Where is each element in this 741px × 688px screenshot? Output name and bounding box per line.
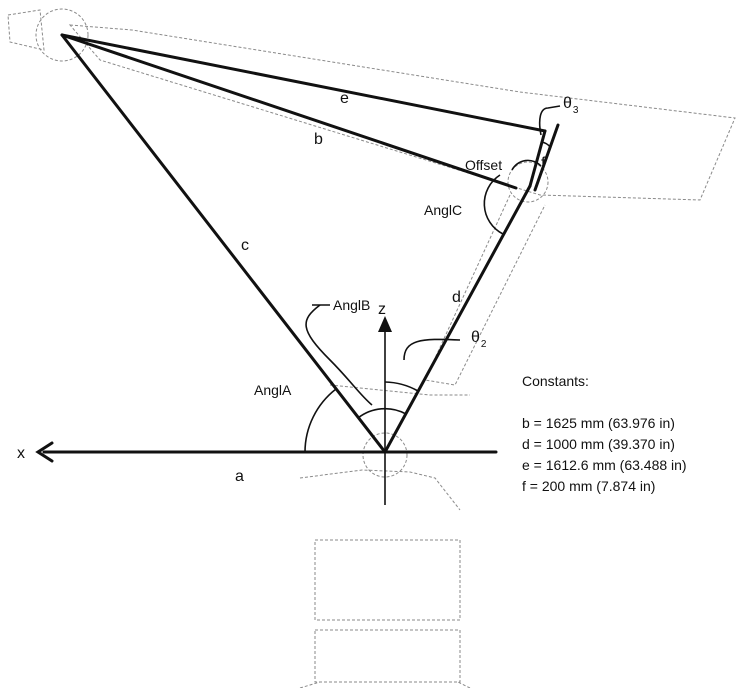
constant-b: b = 1625 mm (63.976 in) (522, 415, 675, 431)
theta2-leader (403, 338, 461, 361)
label-angl-a: AnglA (254, 382, 292, 398)
link-lines (60, 33, 560, 454)
theta2-subscript: 2 (481, 339, 487, 350)
z-axis-arrowhead (378, 316, 392, 332)
theta3-subscript: 3 (573, 105, 579, 116)
label-z-axis: z (378, 301, 386, 318)
angle-b-arc (357, 407, 407, 419)
label-offset: Offset (465, 157, 502, 173)
robot-outline (7, 8, 736, 688)
angle-arcs (304, 141, 552, 453)
constant-e: e = 1612.6 mm (63.488 in) (522, 457, 687, 473)
x-axis-arrowhead (35, 441, 54, 463)
label-theta2: θ2 (471, 329, 487, 350)
offset-arc (511, 159, 542, 171)
theta2-symbol: θ (471, 329, 480, 346)
theta3-leader (538, 105, 561, 136)
label-e: e (340, 90, 349, 107)
constants-title: Constants: (522, 373, 589, 389)
label-x-axis: x (17, 445, 25, 462)
link-c-line (60, 33, 387, 454)
angle-a-arc (304, 388, 337, 453)
label-theta3: θ3 (563, 95, 579, 116)
label-a: a (235, 468, 244, 485)
angle-c-arc (483, 174, 504, 235)
end-effector-plate (533, 123, 560, 192)
link-e-line (60, 33, 547, 133)
theta3-arc (540, 141, 552, 149)
constants-block: Constants: b = 1625 mm (63.976 in) d = 1… (522, 373, 687, 494)
theta2-arc (384, 381, 419, 392)
label-angl-b: AnglB (333, 297, 370, 313)
label-f: f (541, 155, 546, 172)
link-d-line (383, 184, 532, 454)
constant-f: f = 200 mm (7.874 in) (522, 478, 655, 494)
label-c: c (241, 237, 249, 254)
text-labels: e b c d a f x z AnglA AnglB AnglC Offset… (17, 90, 579, 485)
theta3-symbol: θ (563, 95, 572, 112)
leader-lines (305, 105, 561, 406)
axes (35, 316, 498, 505)
link-f-line (528, 129, 547, 188)
label-b: b (314, 131, 323, 148)
angle-b-leader (305, 304, 373, 406)
label-d: d (452, 289, 461, 306)
label-angl-c: AnglC (424, 202, 462, 218)
constant-d: d = 1000 mm (39.370 in) (522, 436, 675, 452)
link-b-line (60, 33, 518, 190)
